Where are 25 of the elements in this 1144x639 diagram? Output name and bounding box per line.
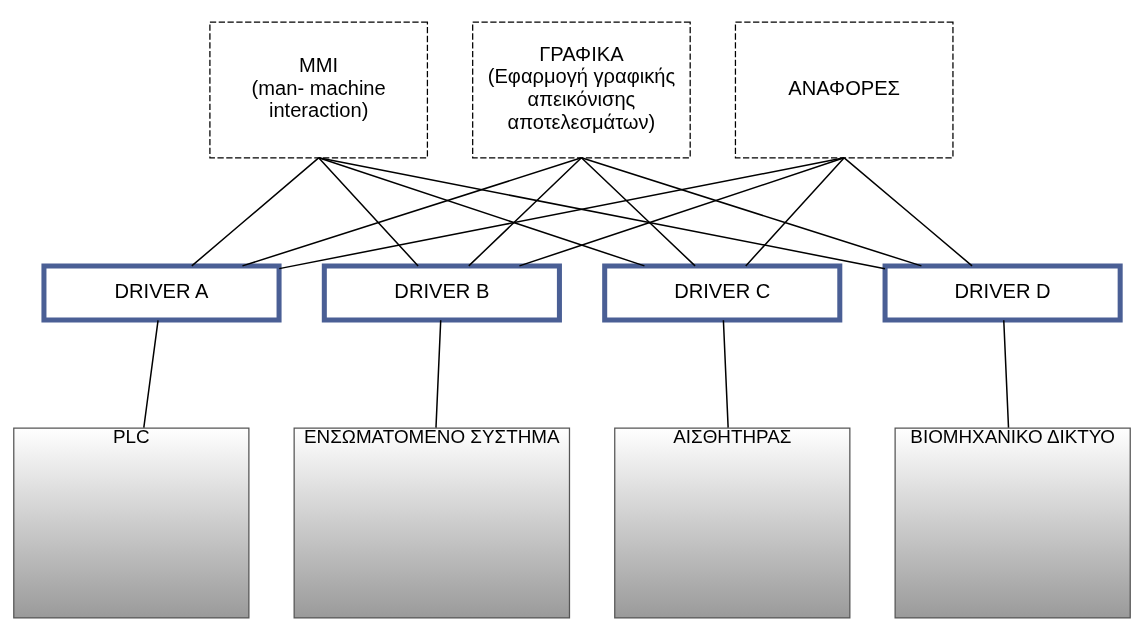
node-box: ΑΙΣΘΗΤΗΡΑΣ [614,427,851,619]
connector [580,156,696,267]
node-box: ΓΡΑΦΙΚΑ (Εφαρμογή γραφικής απεικόνισης αποτελεσμάτων) [472,20,691,158]
node-box: ΕΝΣΩΜΑΤΟΜΕΝΟ ΣΥΣΤΗΜΑ [293,427,571,619]
node-box: PLC [13,427,250,619]
connector [518,156,845,267]
node-box: ΑΝΑΦΟΡΕΣ [734,20,954,158]
node-box: DRIVER A [41,262,282,322]
connector [722,319,729,428]
connector [317,156,419,267]
connector [435,319,442,428]
node-box: MMI (man- machine interaction) [209,20,429,158]
connector [1003,319,1010,428]
connector [745,156,845,267]
node-box: DRIVER B [321,262,562,322]
connector [317,156,646,267]
node-box: DRIVER D [882,262,1123,322]
connector [468,156,583,267]
connector [580,156,923,267]
node-box: DRIVER C [602,262,843,322]
connector [143,319,159,428]
connector [241,156,583,267]
node-box: ΒΙΟΜΗΧΑΝΙΚΟ ΔΙΚΤΥΟ [894,427,1131,619]
connector [843,156,973,267]
connector [191,156,320,267]
